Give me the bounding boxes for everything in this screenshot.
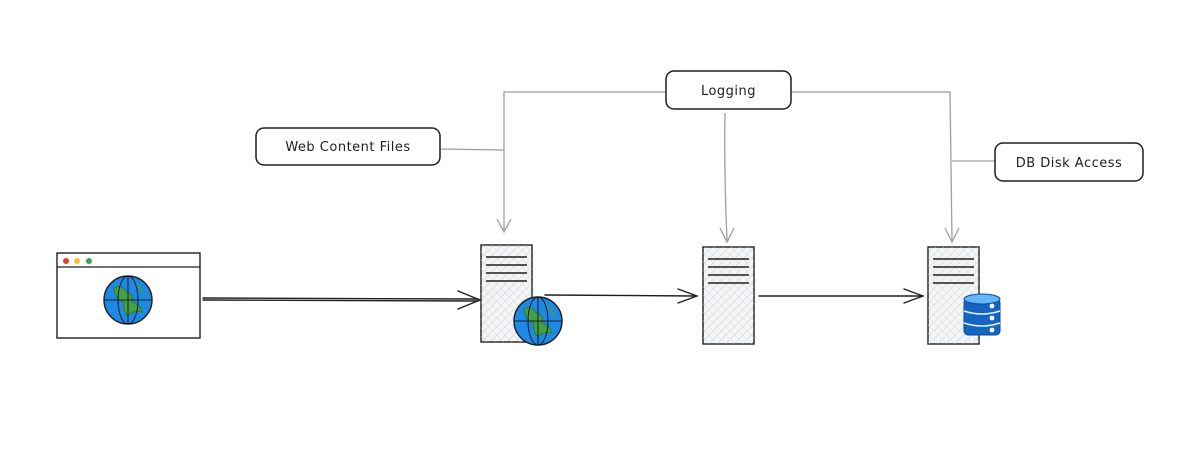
browser-window-icon — [56, 252, 201, 339]
logging-middle-connector — [724, 112, 728, 241]
webserver-to-appserver-arrow — [544, 294, 697, 297]
window-minimize-dot — [74, 258, 80, 264]
database-icon — [963, 293, 1001, 336]
globe-icon — [103, 275, 153, 325]
logging-right-connector — [791, 91, 953, 241]
logging-box[interactable]: Logging — [665, 70, 792, 110]
window-maximize-dot — [86, 258, 92, 264]
web-content-files-box[interactable]: Web Content Files — [255, 127, 441, 166]
main-flow-arrows — [202, 288, 926, 310]
db-disk-access-label: DB Disk Access — [1016, 156, 1123, 171]
web-content-connector — [439, 148, 505, 151]
logging-left-connector — [503, 91, 666, 230]
web-content-files-label: Web Content Files — [285, 140, 410, 155]
server-icon — [702, 246, 755, 345]
browser-to-webserver-arrowhead — [457, 290, 482, 310]
window-close-dot — [63, 258, 69, 264]
globe-icon — [513, 296, 563, 346]
webserver-to-appserver-arrowhead — [677, 288, 700, 304]
appserver-to-dbserver-arrowhead — [903, 288, 926, 304]
logging-right-arrowhead — [944, 227, 960, 244]
browser-to-webserver-arrow — [202, 297, 479, 302]
app-server-node — [702, 246, 755, 345]
logging-label: Logging — [701, 84, 756, 99]
db-server-node — [927, 246, 1001, 345]
connector-lines — [439, 91, 995, 244]
web-server-node — [480, 244, 563, 346]
logging-left-arrowhead — [496, 218, 512, 234]
logging-middle-arrowhead — [719, 227, 735, 244]
db-disk-access-box[interactable]: DB Disk Access — [994, 142, 1144, 182]
